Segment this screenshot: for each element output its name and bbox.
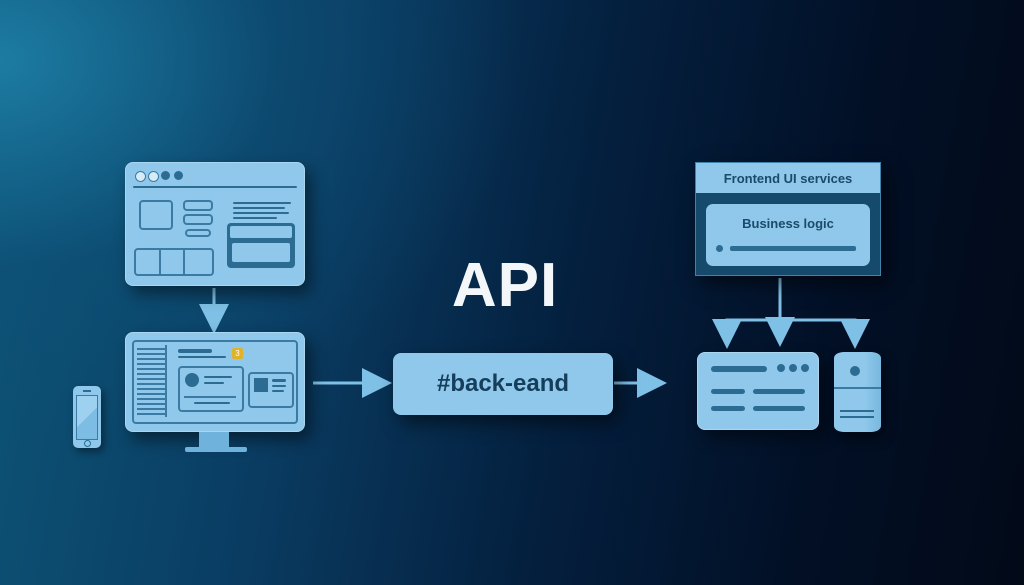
frontend-panel-header: Frontend UI services [696, 163, 880, 193]
window-control-dot [161, 171, 170, 180]
server-line [753, 389, 805, 394]
monitor-stand [185, 447, 247, 452]
frontend-ui-services-panel: Frontend UI services Business logic [695, 162, 881, 276]
text-line [233, 217, 277, 219]
database-gauge-icon [850, 366, 860, 376]
monitor-neck [199, 432, 229, 448]
server-card [697, 352, 819, 430]
server-line [711, 366, 767, 372]
panel-row [134, 248, 214, 276]
phone-home-button [84, 440, 91, 447]
heading-line [178, 349, 212, 353]
window-control-dot [148, 171, 159, 182]
image-placeholder-icon [254, 378, 268, 392]
business-logic-card: Business logic [706, 204, 870, 266]
progress-dot [716, 245, 723, 252]
database-line [840, 410, 874, 412]
status-dot [789, 364, 797, 372]
window-control-dot [174, 171, 183, 180]
ui-button [183, 214, 213, 225]
progress-line [730, 246, 856, 251]
status-dot [777, 364, 785, 372]
server-line [711, 389, 745, 394]
text-line [233, 212, 289, 214]
media-card [248, 372, 294, 408]
window-control-dot [135, 171, 146, 182]
frontend-panel-title: Frontend UI services [723, 170, 853, 186]
panel-divider [183, 250, 185, 274]
backend-label: #back-eand [436, 370, 570, 397]
api-title: API [451, 251, 559, 320]
business-logic-title: Business logic [742, 216, 834, 231]
avatar-icon [185, 373, 199, 387]
ui-button [183, 200, 213, 211]
database-ring [834, 387, 881, 389]
notification-badge: 3 [232, 348, 243, 359]
database-icon [834, 352, 881, 432]
sidebar-lines [137, 345, 167, 417]
arrow-fe-branch [725, 318, 857, 340]
text-line [233, 207, 285, 209]
dialog-preview [227, 223, 295, 268]
phone-screen [76, 395, 98, 440]
monitor-screen: 3 [132, 340, 298, 424]
mobile-phone [73, 386, 101, 448]
chip-icon [139, 200, 173, 230]
profile-card [178, 366, 244, 412]
browser-window [125, 162, 305, 286]
phone-speaker [83, 390, 91, 392]
server-line [753, 406, 805, 411]
subheading-line [178, 356, 226, 358]
panel-divider [159, 250, 161, 274]
server-line [711, 406, 745, 411]
status-dot [801, 364, 809, 372]
backend-box: #back-eand [393, 353, 613, 415]
desktop-monitor: 3 [125, 332, 305, 432]
database-line [840, 416, 874, 418]
text-line [233, 202, 291, 204]
ui-button [185, 229, 211, 237]
title-bar-divider [133, 186, 297, 188]
